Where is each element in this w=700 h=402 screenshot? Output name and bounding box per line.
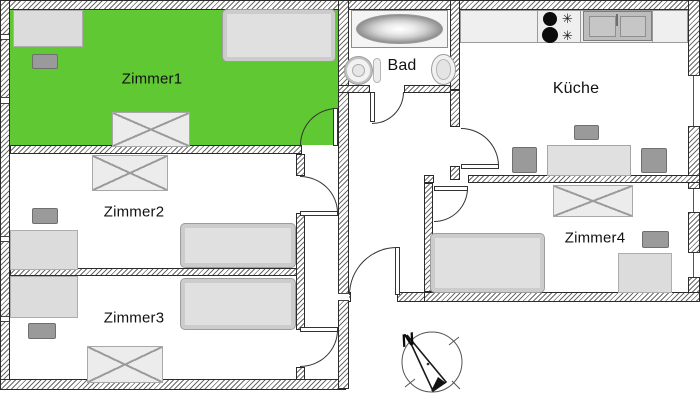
counter-divider (537, 10, 538, 43)
window-pane (693, 189, 695, 212)
bathtub (351, 10, 448, 48)
sink-bowl (589, 16, 616, 37)
stove-burner-icon (543, 12, 557, 26)
wall-bad-bottom-right (404, 85, 455, 93)
faucet-icon (616, 14, 618, 26)
wall-hall-bottom (397, 292, 425, 302)
wall-bottom-left (0, 379, 346, 390)
bed-zimmer1 (222, 9, 336, 62)
wall-corridor-c (296, 367, 305, 380)
washbasin (345, 57, 372, 84)
chair-kueche-right (641, 148, 667, 173)
chair-zimmer1 (32, 54, 58, 69)
window-zimmer4-upper (688, 188, 700, 213)
compass-north-label: N (399, 328, 417, 351)
bed-zimmer2 (180, 223, 296, 268)
room-label-zimmer1: Zimmer1 (121, 70, 183, 88)
compass-circle (401, 331, 463, 393)
bathtub-basin (355, 13, 444, 45)
compass-rose: N (399, 328, 463, 393)
wall-seam (1, 97, 9, 104)
table-zimmer1 (112, 112, 190, 147)
door-panel-zimmer1 (333, 108, 338, 146)
wall-seam (1, 236, 9, 242)
kitchen-counter (460, 10, 688, 43)
wall-left (0, 0, 10, 390)
bath-column (373, 58, 381, 83)
door-panel-kueche (461, 164, 499, 169)
kitchen-sink (583, 11, 652, 41)
door-panel-zimmer3 (300, 327, 338, 332)
desk-zimmer2 (10, 230, 78, 270)
door-arc-bad (372, 92, 404, 124)
compass-tick (448, 336, 460, 346)
window-kueche (688, 75, 700, 127)
table-zimmer3 (87, 346, 163, 383)
chair-zimmer3 (28, 323, 56, 339)
compass-tick (404, 378, 416, 388)
room-label-bad: Bad (387, 57, 417, 74)
wall-kueche-bottom-stub (424, 175, 434, 183)
wall-kueche-bottom (468, 175, 700, 183)
table-kueche (547, 145, 631, 176)
wall-corridor-b (296, 213, 305, 330)
chair-kueche-left (512, 147, 537, 173)
stove-burner-icon (542, 27, 558, 43)
toilet (431, 54, 456, 85)
chair-zimmer2 (32, 208, 58, 224)
room-label-zimmer2: Zimmer2 (103, 203, 165, 221)
wall-seam (1, 316, 9, 322)
wall-bad-bottom-left (338, 85, 370, 93)
wall-hall-left (338, 0, 349, 389)
wall-top (0, 0, 700, 10)
desk-zimmer3 (10, 276, 78, 318)
table-zimmer2 (92, 155, 168, 191)
counter-divider (652, 10, 653, 43)
wall-hall-right-lower (450, 166, 460, 180)
counter-divider (580, 10, 581, 43)
door-panel-entrance (395, 247, 400, 295)
chair-zimmer4 (642, 231, 669, 248)
flame-icon: ✳ (562, 11, 573, 26)
room-label-zimmer3: Zimmer3 (103, 309, 165, 327)
wall-bottom-right (424, 292, 700, 302)
room-label-zimmer4: Zimmer4 (564, 229, 626, 247)
door-arc-zimmer3 (300, 330, 338, 367)
door-panel-bad (370, 92, 375, 122)
wall-hall-right-upper (450, 90, 460, 127)
compass-tick (451, 380, 461, 390)
compass-needle (406, 334, 448, 393)
compass-center-dot (426, 362, 430, 366)
wall-seam (1, 34, 9, 40)
bed-zimmer3 (180, 278, 296, 330)
desk-zimmer1 (13, 10, 83, 47)
bed-zimmer4 (430, 233, 545, 293)
room-label-kueche: Küche (552, 80, 600, 97)
flame-icon: ✳ (562, 28, 573, 43)
wall-corridor-a (296, 154, 305, 176)
sink-bowl (620, 16, 646, 37)
window-zimmer4-lower (688, 252, 700, 278)
chair-kueche-top (574, 125, 599, 140)
door-arc-entrance (349, 247, 397, 295)
wall-bad-kueche (450, 0, 460, 90)
door-panel-zimmer4 (434, 186, 468, 191)
window-pane (693, 76, 695, 126)
compass-needle-head (431, 377, 446, 391)
door-arc-zimmer2 (300, 176, 338, 213)
window-pane (693, 253, 695, 277)
toilet-bowl (435, 59, 452, 80)
wall-seam (338, 293, 349, 301)
washbasin-bowl (351, 63, 366, 78)
door-panel-zimmer2 (300, 211, 338, 216)
desk-zimmer4 (618, 253, 672, 293)
table-zimmer4 (553, 185, 633, 217)
